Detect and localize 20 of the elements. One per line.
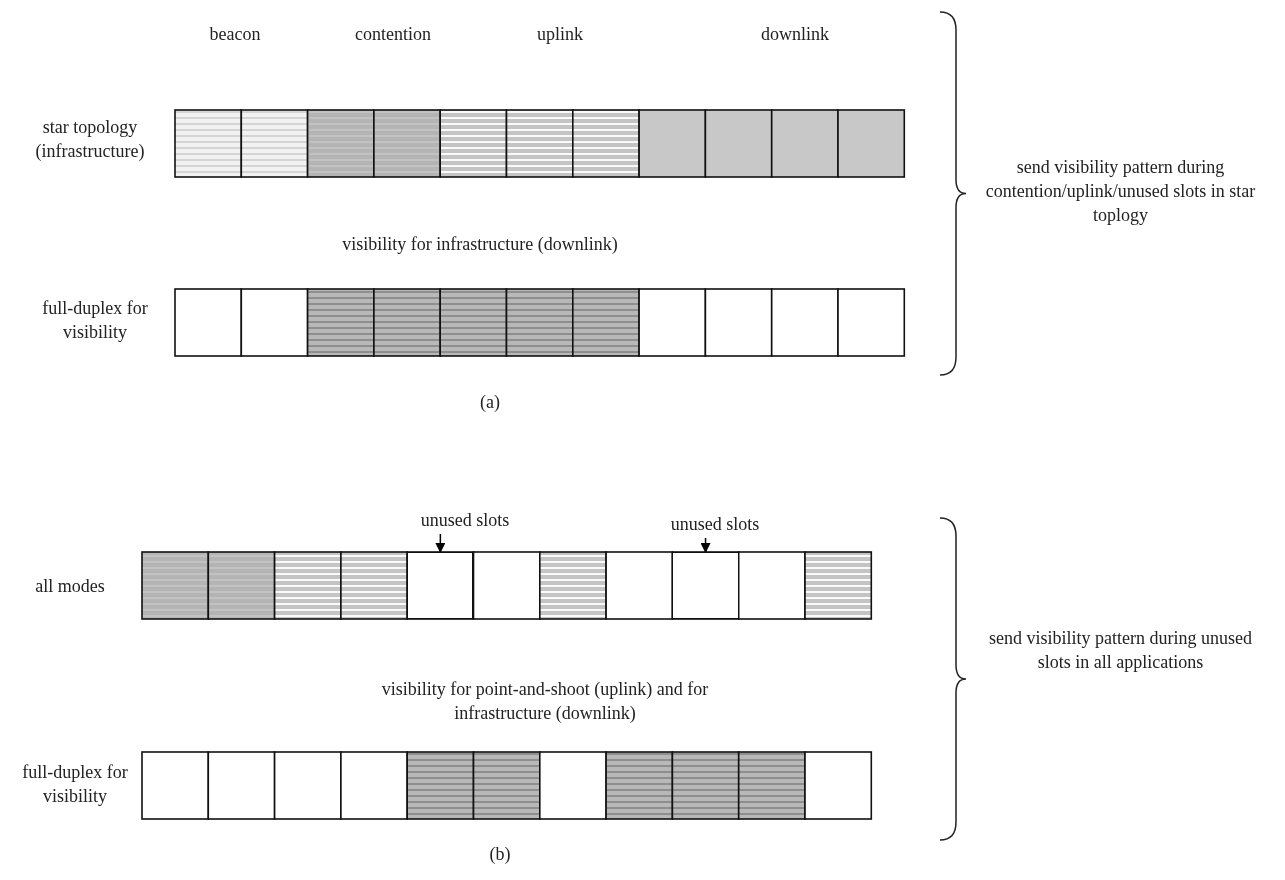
row-label: full-duplex for visibility: [41, 297, 149, 344]
callout-text: unused slots: [400, 508, 530, 532]
column-heading: contention: [354, 23, 432, 46]
arrow: [700, 537, 711, 553]
column-heading: downlink: [760, 23, 830, 46]
note-text: visibility for point-and-shoot (uplink) and for infrastructure (downlink): [380, 678, 710, 725]
callout-text: unused slots: [650, 512, 780, 536]
column-heading: uplink: [536, 23, 584, 46]
unused-slot: [407, 552, 474, 619]
brace-annotation: send visibility pattern during unused slots in all applications: [988, 627, 1253, 674]
column-heading: beacon: [208, 23, 262, 46]
arrow: [435, 533, 446, 553]
figure-label: (a): [479, 391, 501, 414]
figure-label: (b): [488, 843, 512, 866]
brace-annotation: send visibility pattern during contention/uplink/unused slots in star toplogy: [984, 156, 1257, 227]
row-label: star topology (infrastructure): [34, 116, 146, 163]
row-label: all modes: [34, 575, 106, 598]
unused-slot: [672, 552, 739, 619]
row-label: full-duplex for visibility: [21, 761, 129, 808]
note-text: visibility for infrastructure (downlink): [341, 233, 619, 256]
